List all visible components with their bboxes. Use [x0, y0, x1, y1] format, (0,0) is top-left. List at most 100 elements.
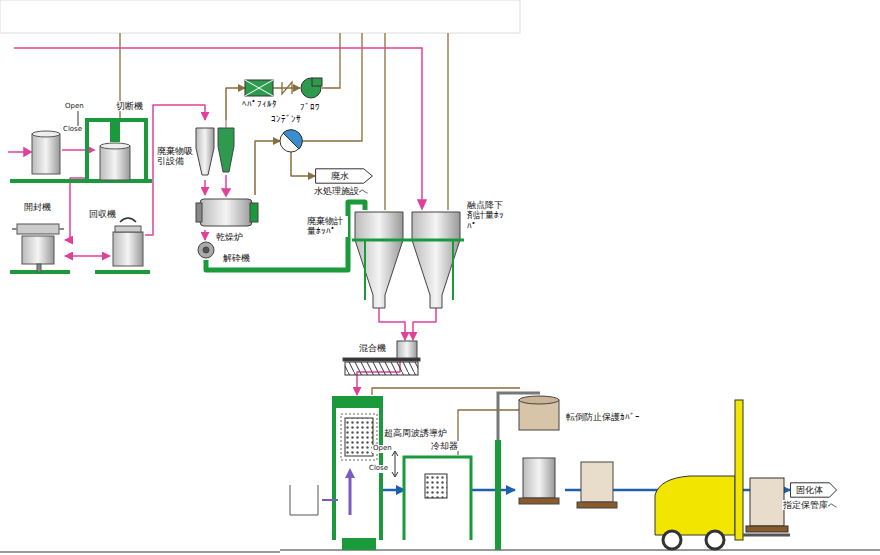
mixer: [343, 341, 420, 375]
valve-state-label: Open: [64, 103, 85, 111]
floor-conveyor-part: [10, 179, 152, 183]
equipment-label: 混合機: [358, 343, 387, 353]
flow-line: [380, 489, 405, 492]
cutting-machine-part: [100, 146, 130, 180]
outlet-arrow: 固化体指定保管庫へ: [790, 482, 837, 498]
top-frame: [0, 0, 520, 33]
exhaust-duct-part: [322, 33, 340, 88]
cutting-machine-part: [110, 122, 120, 142]
induction-furnace-part: [322, 499, 338, 501]
equipment-label: 指定保管庫へ: [782, 500, 838, 510]
blower-part: [301, 78, 321, 98]
cooler-part: [425, 474, 447, 498]
valve-state-label: Close: [368, 465, 389, 473]
box-text: 固化体: [795, 485, 824, 495]
hepa-filter: ﾍﾊﾟﾌｨﾙﾀ: [245, 80, 273, 96]
hepa-filter-part: [245, 80, 273, 96]
opening-machine-part: [22, 236, 54, 264]
drum: [32, 131, 60, 174]
mixer-part: [345, 362, 418, 375]
equipment-label: 開封機: [23, 202, 52, 212]
top-frame-part: [0, 0, 520, 33]
hepa-filter-part: [245, 80, 273, 96]
recovery-machine-part: [113, 232, 143, 266]
cutting-machine-part: [100, 143, 130, 149]
mixer-part: [343, 358, 420, 361]
equipment-label: 切断機: [115, 101, 144, 111]
opening-machine: 開封機: [15, 218, 65, 268]
crusher-part: [198, 242, 214, 258]
crusher: 解砕機: [195, 240, 217, 260]
forklift-part: [663, 531, 681, 549]
drum-part: [32, 131, 60, 137]
hopper-part: [355, 212, 403, 308]
exhaust-duct-part: [384, 33, 385, 210]
feed-pipe-part: [222, 189, 230, 196]
forklift-part: [750, 478, 784, 526]
opening-machine: [12, 224, 64, 272]
cyclone-part: [226, 120, 227, 128]
hopper: [352, 212, 464, 308]
suction-unit: 廃棄物吸引設備: [196, 120, 236, 180]
condenser: ｺﾝﾃﾞﾝｻ: [280, 130, 302, 152]
equipment-label: 転倒防止保護ｶﾊﾞｰ: [565, 412, 641, 422]
forklift-part: [735, 400, 743, 540]
feed-pipe-part: [24, 148, 31, 156]
condenser: [280, 130, 302, 152]
outlet-arrow: 廃水水処理施設へ: [315, 168, 373, 184]
induction-furnace-part: [345, 468, 355, 478]
recovery-machine: 回収機: [110, 225, 145, 270]
cyclone-part: [218, 128, 234, 172]
equipment-label: 廃棄物吸引設備: [156, 146, 195, 167]
cooler-part: [395, 452, 396, 476]
recovery-machine-part: [120, 218, 136, 222]
arrow-box-shape: [790, 483, 836, 497]
induction-furnace-part: [349, 472, 352, 515]
forklift-part: [746, 526, 788, 532]
equipment-label: 回収機: [88, 209, 117, 219]
hepa-filter-part: [282, 82, 292, 94]
opening-machine-part: [17, 224, 59, 234]
cover-hoist-part: [519, 396, 559, 404]
exhaust-duct-part: [302, 33, 362, 141]
cooler-part: [392, 451, 398, 477]
feed-pipe-part: [62, 149, 88, 151]
cutting-machine: 切断機: [85, 118, 148, 180]
equipment-label: ｺﾝﾃﾞﾝｻ: [270, 114, 302, 124]
opening-machine-part: [37, 264, 41, 272]
equipment-label: 冷却器: [430, 441, 459, 451]
floor-conveyor: [0, 181, 880, 552]
hepa-filter: [245, 80, 292, 96]
drying-furnace: [196, 199, 258, 226]
cyclone-part: [196, 128, 214, 175]
cooler-part: [404, 457, 471, 540]
cover-hoist-part: [519, 498, 559, 504]
forklift: [655, 400, 790, 549]
valve-state-label: Open: [372, 445, 393, 453]
induction-furnace-part: [334, 398, 381, 408]
condenser-part: [283, 130, 302, 149]
valve-state-label: Close: [62, 126, 83, 134]
arrow-box-shape: [316, 169, 373, 183]
drying-furnace-part: [200, 199, 252, 226]
blower-part: [312, 78, 322, 86]
cooler: [392, 451, 471, 540]
cyclone: [196, 120, 234, 175]
recovery-machine-part: [115, 226, 141, 232]
blower: [301, 78, 322, 98]
hopper: 廃棄物計量ﾎｯﾊﾟ: [353, 210, 405, 308]
induction-furnace-part: [342, 538, 376, 550]
drum-part: [32, 134, 60, 174]
feed-pipe-part: [418, 200, 426, 209]
flow-line: [145, 105, 205, 235]
induction-furnace-part: [345, 418, 373, 456]
cover-hoist-part: [523, 458, 555, 498]
flow-line: [291, 152, 315, 176]
induction-furnace-part: [341, 414, 377, 460]
equipment-label: ﾍﾊﾟﾌｨﾙﾀ: [241, 99, 278, 109]
exhaust-duct-part: [458, 410, 520, 455]
cover-hoist-part: [581, 462, 613, 502]
crusher: [198, 242, 214, 258]
